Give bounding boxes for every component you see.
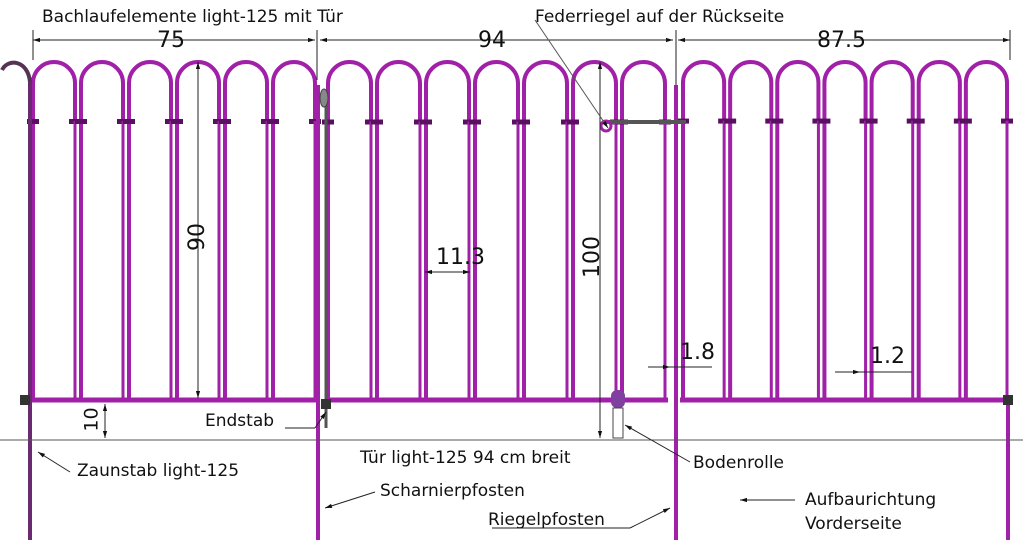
dim-width-door: 94 <box>478 28 506 53</box>
label-hinge-post: Scharnierpfosten <box>380 481 525 501</box>
dim-ground-clearance: 10 <box>80 407 103 432</box>
label-ground-roller: Bodenrolle <box>693 453 785 473</box>
label-door: Tür light-125 94 cm breit <box>360 448 571 468</box>
rail-connector <box>1003 395 1013 405</box>
right-element-clamp <box>771 118 784 124</box>
fence-elements <box>0 60 1013 540</box>
left-element-clamp <box>219 119 231 124</box>
right-element-clamp <box>818 118 831 124</box>
left-element-arch <box>31 60 77 400</box>
door-clamp <box>469 119 481 125</box>
label-latch-post: Riegelpfosten <box>488 510 605 530</box>
dim-height-left: 90 <box>185 223 210 251</box>
door-clamp <box>420 119 432 125</box>
door-arch <box>473 60 520 400</box>
label-fence-post: Zaunstab light-125 <box>77 461 240 481</box>
label-direction-1: Aufbaurichtung <box>805 490 937 510</box>
door-clamp <box>371 119 383 125</box>
dim-width-left: 75 <box>157 28 185 53</box>
rail-connector <box>20 395 30 405</box>
spring-latch-ring <box>599 119 613 133</box>
door-arch <box>326 60 373 400</box>
door-arch <box>424 60 471 400</box>
right-element-arch <box>775 60 821 400</box>
dim-post-gap-right: 1.2 <box>870 344 905 369</box>
label-spring-latch: Federriegel auf der Rückseite <box>535 7 785 27</box>
right-element-clamp <box>912 118 925 124</box>
right-element-arch <box>681 60 727 400</box>
door-clamp <box>322 119 334 125</box>
right-element-arch <box>963 60 1009 400</box>
left-element-arch <box>127 60 173 400</box>
rail-connector <box>321 399 331 409</box>
fence-post-hook <box>0 60 32 83</box>
left-element-clamp <box>27 119 39 124</box>
dim-width-right: 87.5 <box>817 28 866 53</box>
ground-roller <box>611 390 625 408</box>
label-end-bar: Endstab <box>205 411 275 431</box>
left-element-arch <box>271 60 317 400</box>
right-element-clamp <box>724 118 737 124</box>
right-element-clamp <box>865 118 878 124</box>
door-arch <box>571 60 618 400</box>
left-element-clamp <box>123 119 135 124</box>
left-element-clamp <box>267 119 279 124</box>
dim-height-door: 100 <box>580 236 605 278</box>
dimension-lines <box>0 19 1023 529</box>
left-element-clamp <box>75 119 87 124</box>
dim-post-gap-door: 1.8 <box>680 340 715 365</box>
label-direction-2: Vorderseite <box>805 514 902 534</box>
left-element-arch <box>79 60 125 400</box>
door-arch <box>620 60 667 400</box>
door-arch <box>375 60 422 400</box>
right-element-clamp <box>959 118 972 124</box>
left-element-clamp <box>171 119 183 124</box>
right-element-arch <box>869 60 915 400</box>
hinge-icon <box>319 88 329 108</box>
drawing-title: Bachlaufelemente light-125 mit Tür <box>42 7 343 27</box>
door-arch <box>522 60 569 400</box>
right-element-arch <box>822 60 868 400</box>
ground-roller-holder <box>612 407 624 439</box>
dim-bar-spacing: 11.3 <box>436 245 485 270</box>
right-element-arch <box>728 60 774 400</box>
right-element-arch <box>916 60 962 400</box>
door-clamp <box>567 119 579 125</box>
door-clamp <box>518 119 530 125</box>
left-element-arch <box>223 60 269 400</box>
